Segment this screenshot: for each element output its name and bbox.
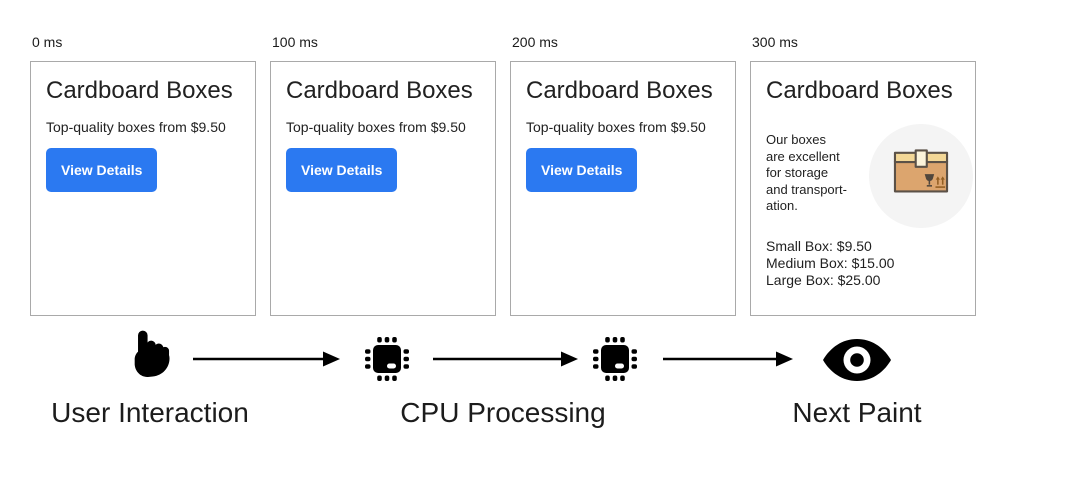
price-line: Large Box: $25.00 bbox=[766, 272, 881, 288]
price-list: Small Box: $9.50 Medium Box: $15.00 Larg… bbox=[766, 238, 894, 289]
flow-label-cpu-processing: CPU Processing bbox=[400, 397, 606, 428]
view-details-button[interactable]: View Details bbox=[46, 148, 158, 192]
card-title: Cardboard Boxes bbox=[766, 77, 953, 104]
frame-0ms: 0 ms Cardboard Boxes Top-quality boxes f… bbox=[30, 34, 256, 316]
view-details-button[interactable]: View Details bbox=[526, 148, 638, 192]
product-details-card: Cardboard Boxes Our boxes are excellent … bbox=[750, 61, 976, 316]
product-card: Cardboard Boxes Top-quality boxes from $… bbox=[30, 61, 256, 316]
card-title: Cardboard Boxes bbox=[286, 77, 473, 104]
card-title: Cardboard Boxes bbox=[46, 77, 233, 104]
price-line: Medium Box: $15.00 bbox=[766, 255, 895, 271]
timestamp-label: 0 ms bbox=[32, 34, 63, 50]
cardboard-box-icon bbox=[893, 149, 949, 193]
frame-100ms: 100 ms Cardboard Boxes Top-quality boxes… bbox=[270, 34, 496, 316]
card-subtitle: Top-quality boxes from $9.50 bbox=[526, 119, 706, 135]
fragile-glass-glyph bbox=[924, 174, 935, 187]
flow-arrow-icon bbox=[663, 350, 794, 373]
product-card: Cardboard Boxes Top-quality boxes from $… bbox=[270, 61, 496, 316]
timestamp-label: 200 ms bbox=[512, 34, 558, 50]
flow-arrow-icon bbox=[433, 350, 579, 373]
flow-label-next-paint: Next Paint bbox=[792, 397, 922, 428]
pointing-hand-icon bbox=[128, 330, 170, 385]
frame-200ms: 200 ms Cardboard Boxes Top-quality boxes… bbox=[510, 34, 736, 316]
product-image-circle bbox=[869, 124, 973, 228]
price-line: Small Box: $9.50 bbox=[766, 238, 872, 254]
timestamp-label: 100 ms bbox=[272, 34, 318, 50]
card-subtitle: Top-quality boxes from $9.50 bbox=[286, 119, 466, 135]
cpu-chip-icon bbox=[590, 334, 640, 389]
frame-300ms: 300 ms Cardboard Boxes Our boxes are exc… bbox=[750, 34, 976, 316]
view-details-button[interactable]: View Details bbox=[286, 148, 398, 192]
this-way-up-glyph bbox=[935, 176, 946, 188]
product-description: Our boxes are excellent for storage and … bbox=[766, 132, 847, 213]
flow-arrow-icon bbox=[193, 350, 341, 373]
timestamp-label: 300 ms bbox=[752, 34, 798, 50]
product-card: Cardboard Boxes Top-quality boxes from $… bbox=[510, 61, 736, 316]
card-title: Cardboard Boxes bbox=[526, 77, 713, 104]
flow-label-user-interaction: User Interaction bbox=[51, 397, 249, 428]
cpu-chip-icon bbox=[362, 334, 412, 389]
card-subtitle: Top-quality boxes from $9.50 bbox=[46, 119, 226, 135]
eye-icon bbox=[821, 337, 893, 388]
